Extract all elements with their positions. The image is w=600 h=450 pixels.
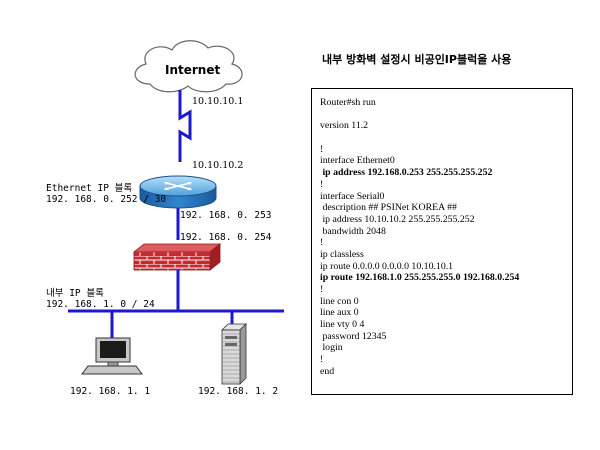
config-line xyxy=(320,109,519,121)
page-title: 내부 방화벽 설정시 비공인IP블럭을 사용 xyxy=(322,53,512,66)
firewall-ip: 192. 168. 0. 254 xyxy=(180,232,272,243)
config-line: ip route 0.0.0.0 0.0.0.0 10.10.10.1 xyxy=(320,260,454,272)
config-line: interface Serial0 xyxy=(320,190,385,202)
router-icon xyxy=(139,175,217,209)
server-ip: 192. 168. 1. 2 xyxy=(198,386,278,397)
config-line: ip address 10.10.10.2 255.255.255.252 xyxy=(320,213,475,225)
config-line: end xyxy=(320,365,335,377)
router-serial-ip: 10.10.10.2 xyxy=(192,160,243,171)
firewall-icon xyxy=(132,243,222,271)
internet-cloud-icon xyxy=(134,40,243,93)
internet-ip: 10.10.10.1 xyxy=(192,96,243,107)
config-line: bandwidth 2048 xyxy=(320,225,386,237)
lan-block-label: 내부 IP 블록 xyxy=(46,288,104,299)
config-line xyxy=(320,132,519,144)
config-line: password 12345 xyxy=(320,330,387,342)
pc-icon xyxy=(81,337,143,375)
server-icon xyxy=(221,323,247,385)
config-line: interface Ethernet0 xyxy=(320,155,395,167)
config-line: ! xyxy=(320,354,324,366)
config-line: ip address 192.168.0.253 255.255.255.252 xyxy=(320,167,493,179)
config-line: line vty 0 4 xyxy=(320,319,365,331)
config-line: ! xyxy=(320,237,324,249)
config-line: description ## PSINet KOREA ## xyxy=(320,202,457,214)
config-line: Router#sh run xyxy=(320,97,376,108)
config-line: ! xyxy=(320,178,324,190)
config-line: ip route 192.168.1.0 255.255.255.0 192.1… xyxy=(320,272,520,284)
config-line: login xyxy=(320,342,343,354)
config-line: line con 0 xyxy=(320,295,359,307)
config-line: ip classless xyxy=(320,248,364,260)
ethernet-block-label: Ethernet IP 블록 xyxy=(46,183,132,194)
pc-ip: 192. 168. 1. 1 xyxy=(70,386,150,397)
config-line: line aux 0 xyxy=(320,307,359,319)
wan-link xyxy=(178,90,192,162)
config-line: ! xyxy=(320,284,324,295)
router-ethernet-ip: 192. 168. 0. 253 xyxy=(180,210,272,221)
lan-block: 192. 168. 1. 0 / 24 xyxy=(46,299,155,310)
internet-label: Internet xyxy=(165,63,220,77)
config-line: ! xyxy=(320,143,324,155)
config-line: version 11.2 xyxy=(320,120,369,132)
ethernet-block: 192. 168. 0. 252 / 30 xyxy=(46,194,166,205)
